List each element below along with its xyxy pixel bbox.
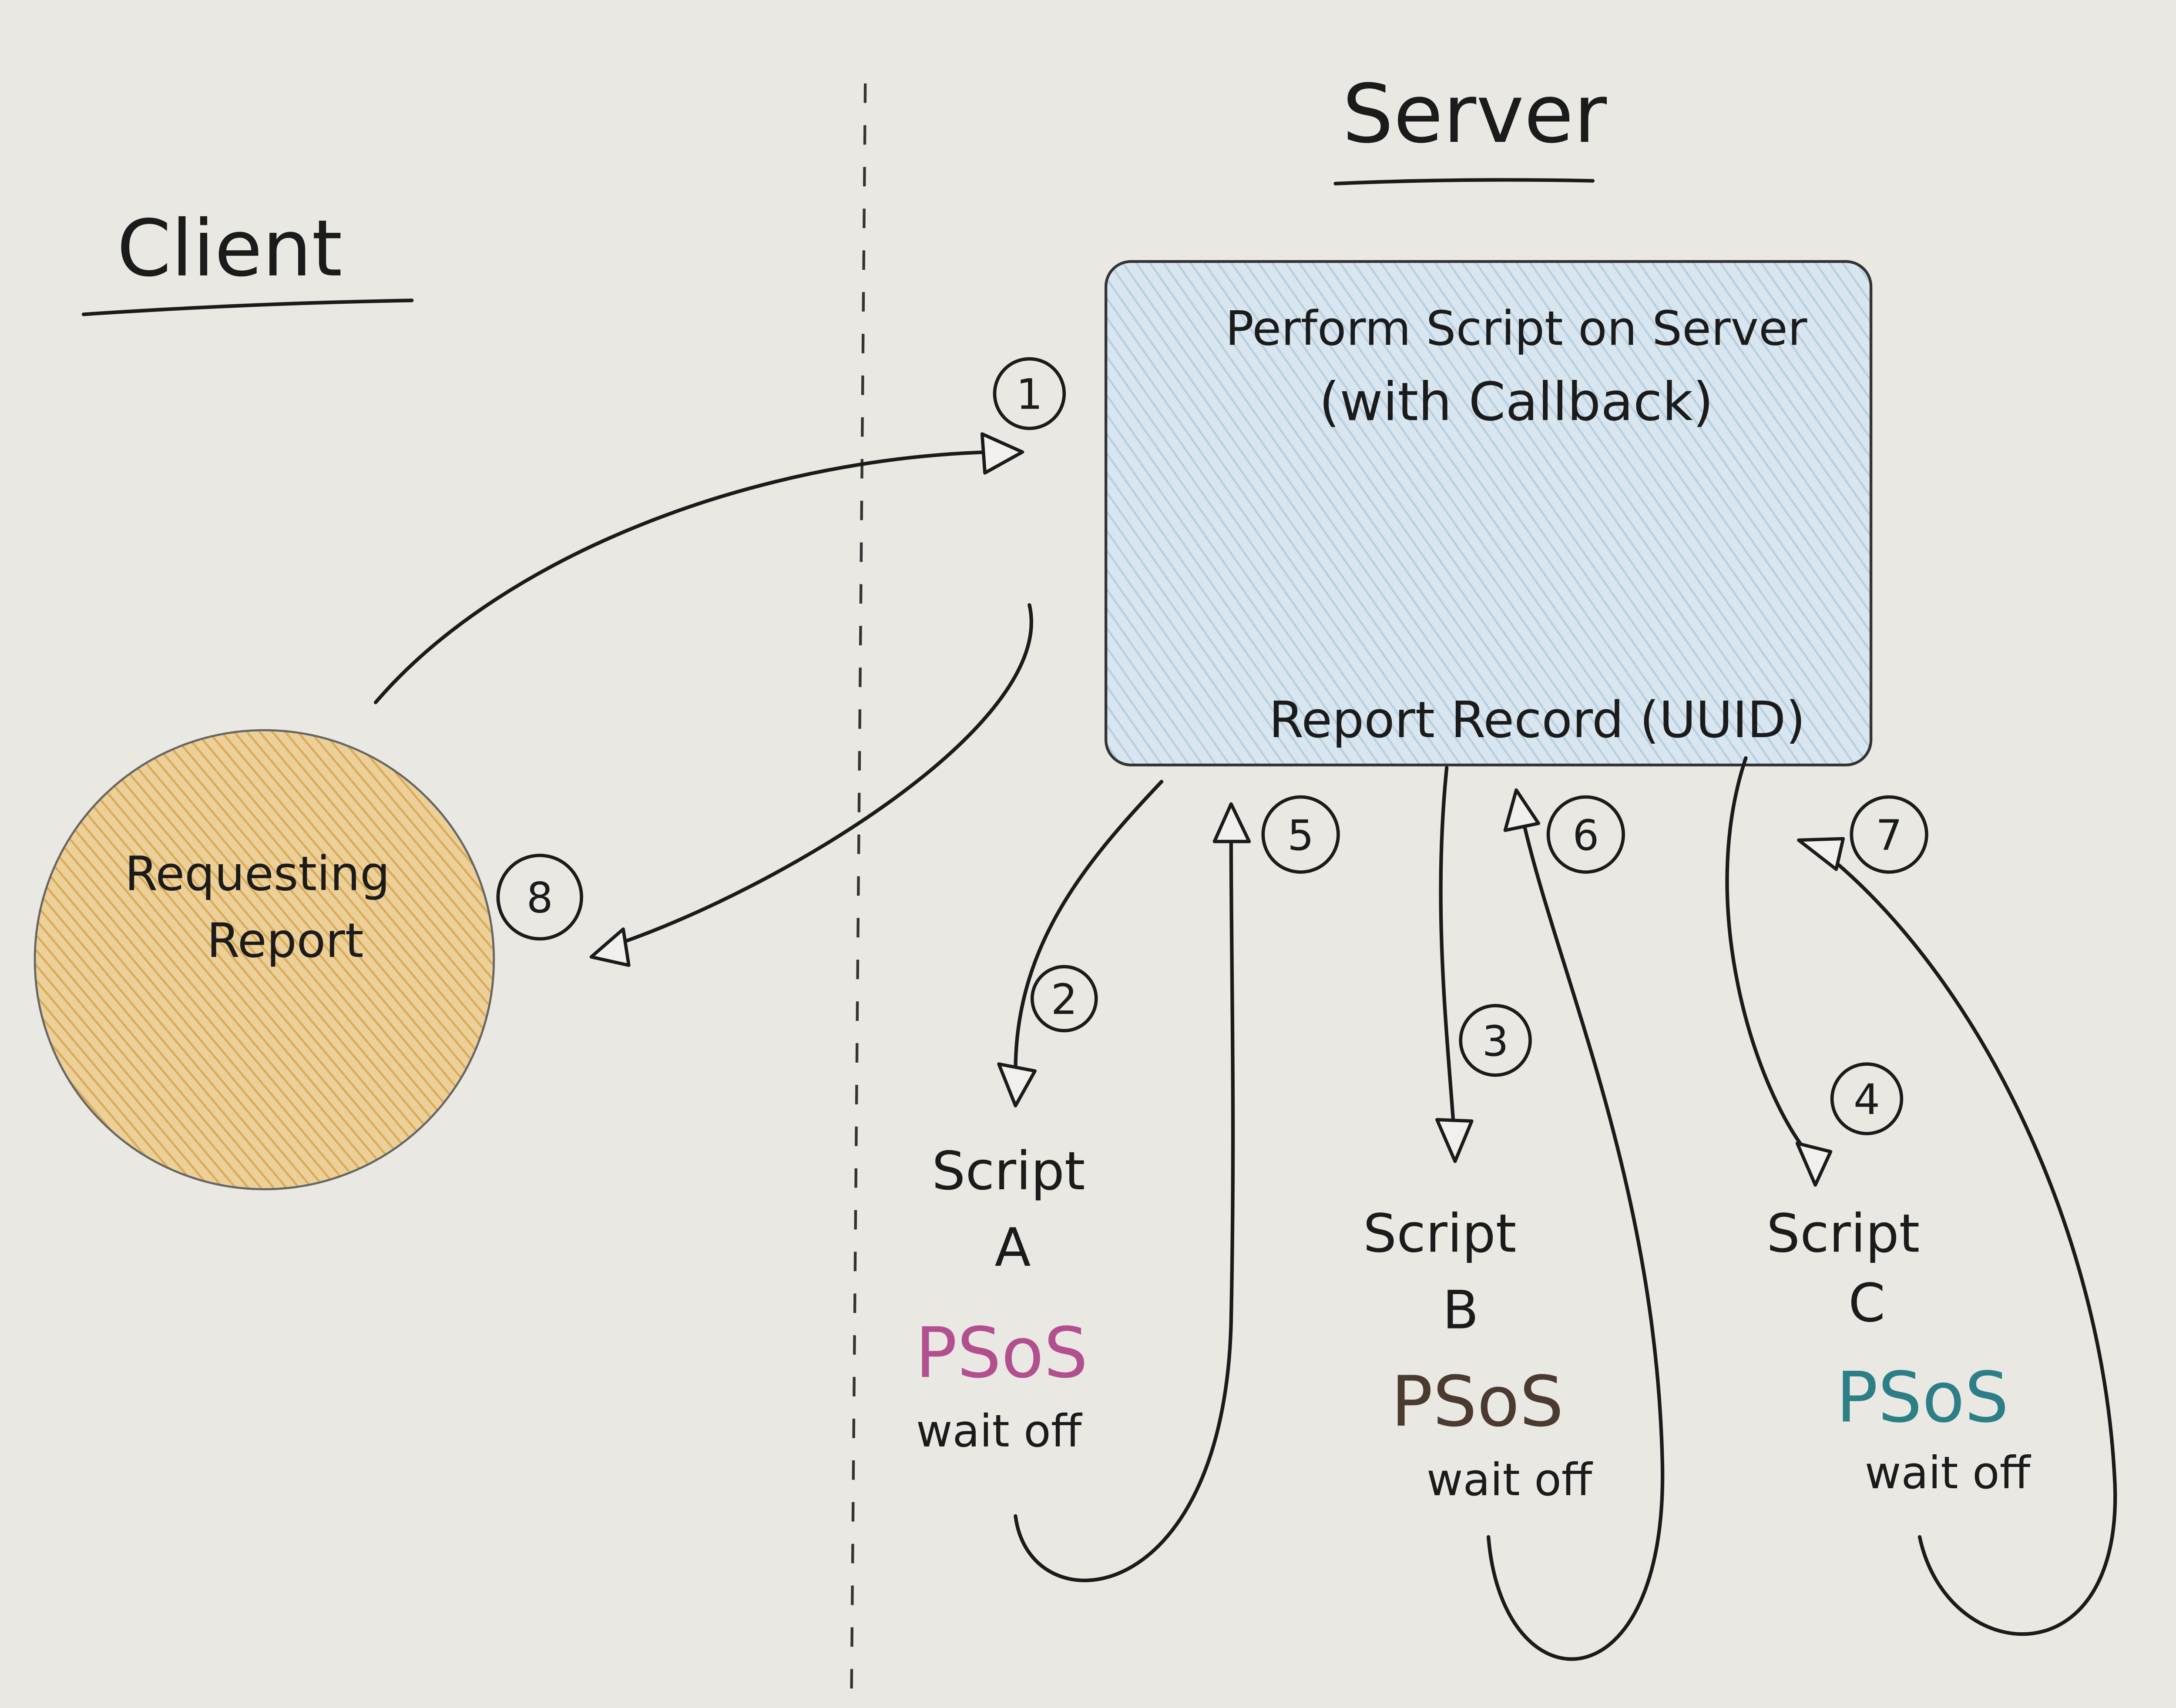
step-4: 4 [1830,1062,1904,1135]
svg-text:C: C [1848,1272,1885,1334]
svg-text:Script: Script [932,1140,1085,1202]
client-node: Requesting Report [34,729,495,1191]
step-1: 1 [993,357,1066,430]
script-a: Script A PSoS wait off [915,1140,1088,1457]
svg-text:Script: Script [1766,1203,1920,1265]
step-markers: 1 2 3 4 5 6 7 8 [496,357,1928,1135]
svg-text:7: 7 [1876,811,1902,860]
psos-label-a: PSoS [915,1312,1088,1393]
step-2: 2 [1030,965,1098,1033]
svg-text:2: 2 [1051,975,1078,1024]
svg-text:wait off: wait off [1865,1447,2032,1499]
svg-text:wait off: wait off [916,1406,1083,1457]
svg-text:3: 3 [1482,1017,1509,1066]
step-5: 5 [1261,795,1340,874]
step-7: 7 [1850,795,1928,874]
arrow-7 [1820,849,2117,1636]
svg-text:8: 8 [527,874,553,923]
svg-text:B: B [1443,1279,1479,1341]
svg-text:4: 4 [1854,1075,1880,1124]
client-heading: Client [117,204,342,294]
svg-text:Script: Script [1363,1203,1516,1265]
arrow-5 [1014,832,1235,1582]
client-node-line2: Report [207,913,363,968]
client-node-line1: Requesting [125,846,390,902]
svg-text:A: A [994,1217,1031,1278]
arrow-3 [1439,766,1456,1129]
svg-text:5: 5 [1287,811,1314,860]
arrow-8-callback [610,603,1033,948]
client-underline [81,299,414,316]
svg-text:wait off: wait off [1427,1454,1593,1506]
script-c: Script C PSoS wait off [1766,1203,2032,1499]
server-heading: Server [1342,67,1607,161]
client-server-divider [850,83,867,1708]
step-3: 3 [1459,1004,1532,1077]
svg-text:6: 6 [1572,811,1599,860]
arrows [373,432,2117,1661]
arrow-1-request [373,450,993,705]
psos-label-b: PSoS [1391,1361,1564,1442]
step-6: 6 [1546,795,1625,874]
server-underline [1333,178,1595,186]
svg-text:1: 1 [1016,370,1043,419]
script-b: Script B PSoS wait off [1363,1203,1593,1506]
server-box-title-line1: Perform Script on Server [1226,301,1807,356]
server-box-title-line2: (with Callback) [1319,371,1713,433]
step-8: 8 [496,853,584,941]
psos-label-c: PSoS [1836,1357,2009,1438]
arrow-2 [1014,780,1164,1073]
report-record-label: Report Record (UUID) [1269,691,1806,749]
server-box: Perform Script on Server (with Callback)… [1104,260,1873,767]
arrow-6 [1486,819,1665,1661]
arrow-4 [1725,756,1810,1157]
